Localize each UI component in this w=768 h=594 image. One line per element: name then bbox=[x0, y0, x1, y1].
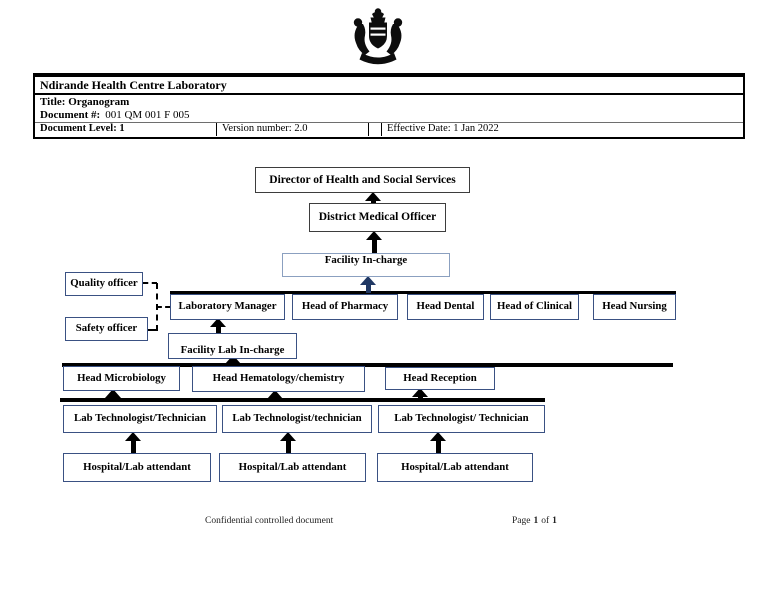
page-total: 1 bbox=[552, 516, 557, 526]
up-arrow-att1-to-tech1 bbox=[125, 432, 141, 453]
version-number: Version number: 2.0 bbox=[217, 123, 369, 136]
up-arrow-dmo-to-director bbox=[365, 192, 381, 203]
effective-date: Effective Date: 1 Jan 2022 bbox=[387, 123, 499, 134]
org-node-head-microbiology: Head Microbiology bbox=[63, 366, 180, 391]
org-node-lab-technologist-2: Lab Technologist/technician bbox=[222, 405, 372, 433]
document-level: Document Level: 1 bbox=[35, 123, 217, 136]
dashed-connector-labmanager bbox=[157, 306, 170, 308]
org-node-head-of-pharmacy: Head of Pharmacy bbox=[292, 294, 398, 320]
up-arrow-flic-to-labmanager bbox=[210, 318, 226, 334]
org-node-head-dental: Head Dental bbox=[407, 294, 484, 320]
org-node-hospital-lab-attendant-2: Hospital/Lab attendant bbox=[219, 453, 366, 482]
org-node-quality-officer: Quality officer bbox=[65, 272, 143, 296]
confidential-notice: Confidential controlled document bbox=[205, 516, 334, 526]
org-node-lab-technologist-3: Lab Technologist/ Technician bbox=[378, 405, 545, 433]
org-node-facility-incharge: Facility In-charge bbox=[282, 253, 450, 277]
org-node-head-of-clinical: Head of Clinical bbox=[490, 294, 579, 320]
up-arrow-line-to-flic bbox=[225, 355, 241, 365]
org-node-lab-technologist-1: Lab Technologist/Technician bbox=[63, 405, 217, 433]
document-meta-row: Document Level: 1 Version number: 2.0 Ef… bbox=[35, 123, 743, 136]
connector-line-middle bbox=[62, 363, 673, 367]
coat-of-arms-icon bbox=[353, 8, 403, 65]
org-node-head-nursing: Head Nursing bbox=[593, 294, 676, 320]
empty-cell bbox=[369, 123, 382, 136]
org-node-head-hematology-chemistry: Head Hematology/chemistry bbox=[192, 366, 365, 392]
of-word: of bbox=[541, 516, 550, 526]
dashed-connector-safety bbox=[147, 329, 157, 331]
org-name: Ndirande Health Centre Laboratory bbox=[35, 77, 743, 95]
up-arrow-line-to-facility bbox=[360, 276, 376, 293]
org-node-director: Director of Health and Social Services bbox=[255, 167, 470, 193]
title-and-number-row: Title: Organogram Document #: 001 QM 001 … bbox=[35, 95, 743, 123]
org-node-laboratory-manager: Laboratory Manager bbox=[170, 294, 285, 320]
up-arrow-to-reception bbox=[412, 388, 428, 402]
org-node-hospital-lab-attendant-1: Hospital/Lab attendant bbox=[63, 453, 211, 482]
org-node-district-medical-officer: District Medical Officer bbox=[309, 203, 446, 232]
org-node-safety-officer: Safety officer bbox=[65, 317, 148, 341]
dashed-connector-quality bbox=[143, 282, 157, 284]
page-number: 1 bbox=[533, 516, 539, 526]
up-arrow-to-microbiology bbox=[105, 389, 121, 402]
up-arrow-att2-to-tech2 bbox=[280, 432, 296, 453]
up-arrow-to-hematology bbox=[267, 390, 283, 402]
document-number-value: 001 QM 001 F 005 bbox=[105, 109, 190, 121]
document-title: Title: Organogram bbox=[40, 96, 130, 108]
org-node-hospital-lab-attendant-3: Hospital/Lab attendant bbox=[377, 453, 533, 482]
up-arrow-att3-to-tech3 bbox=[430, 432, 446, 453]
page-word: Page bbox=[512, 516, 531, 526]
document-number-label: Document #: bbox=[40, 109, 101, 121]
connector-line-bottom bbox=[60, 398, 545, 402]
document-number: Document #: 001 QM 001 F 005 bbox=[40, 109, 190, 121]
org-node-head-reception: Head Reception bbox=[385, 367, 495, 390]
org-node-facility-lab-incharge: Facility Lab In-charge bbox=[168, 333, 297, 359]
connector-line-top bbox=[170, 291, 676, 294]
document-header-table: Ndirande Health Centre Laboratory Title:… bbox=[33, 73, 745, 139]
up-arrow-facility-to-dmo bbox=[366, 231, 382, 253]
